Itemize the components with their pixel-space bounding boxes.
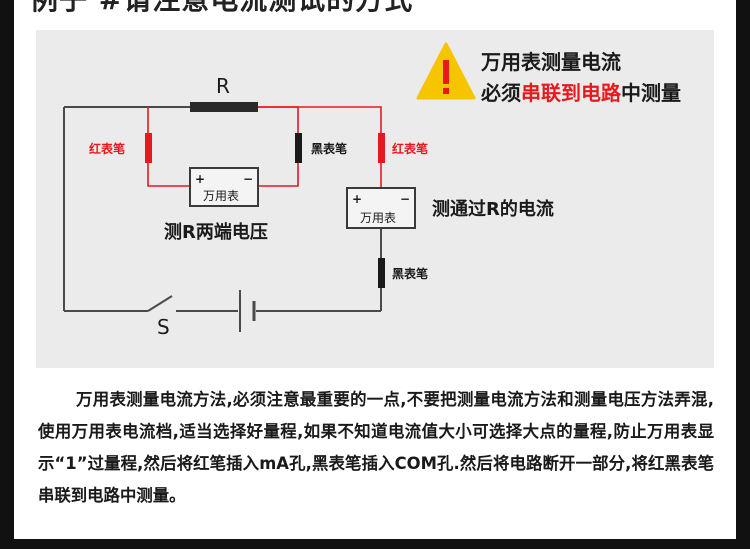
warning-triangle-icon	[416, 42, 476, 100]
red-probe-right	[378, 133, 385, 163]
red-probe-label-right: 红表笔	[392, 141, 428, 156]
caption-voltage: 测R两端电压	[164, 221, 268, 243]
meter-label-left: 万用表	[203, 189, 239, 203]
resistor-label: R	[216, 74, 230, 98]
black-probe-label-right: 黑表笔	[392, 266, 428, 281]
black-probe-left	[295, 133, 302, 163]
probe-wire-red-left	[147, 107, 190, 187]
resistor	[190, 102, 258, 112]
right-border	[736, 0, 750, 549]
switch-blade	[147, 295, 173, 312]
page-title: 例子 #请注意电流测试的方式	[30, 0, 413, 18]
meter-minus-left: −	[243, 172, 253, 186]
warning-line-2-start: 必须	[481, 81, 521, 105]
bottom-border	[0, 539, 750, 549]
black-probe-right	[378, 258, 385, 288]
meter-plus-right: +	[352, 192, 362, 206]
red-probe-label-left: 红表笔	[89, 141, 125, 156]
meter-minus-right: −	[400, 192, 410, 206]
meter-label-right: 万用表	[360, 211, 396, 225]
multimeter-current	[346, 187, 416, 229]
switch-label: S	[157, 315, 170, 339]
warning-line-1: 万用表测量电流	[481, 50, 621, 74]
explanation-paragraph: 万用表测量电流方法,必须注意最重要的一点,不要把测量电流方法和测量电压方法弄混,…	[38, 390, 714, 505]
black-probe-label-left: 黑表笔	[311, 141, 347, 156]
caption-current: 测通过R的电流	[432, 198, 554, 220]
multimeter-voltage	[189, 167, 259, 207]
probe-wire-black-left	[258, 106, 299, 187]
warning-highlight: 串联到电路	[521, 81, 621, 105]
left-border	[0, 0, 14, 549]
meter-plus-left: +	[195, 172, 205, 186]
warning-line-2-end: 中测量	[621, 81, 681, 105]
red-probe-left	[145, 133, 152, 163]
warning-line-2: 必须串联到电路中测量	[481, 77, 681, 106]
